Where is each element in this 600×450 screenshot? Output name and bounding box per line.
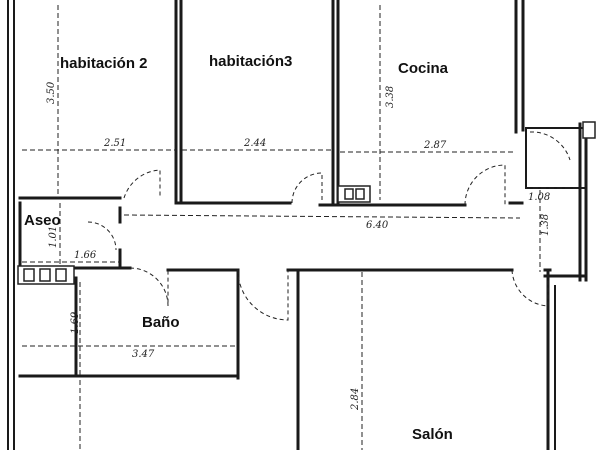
label-cocina: Cocina [398,60,449,77]
dim-entrada-width: 1.08 [528,192,550,203]
dim-bano-height: 1.69 [70,311,81,334]
dim-cocina-width: 2.87 [423,140,447,151]
door-hab3 [291,172,323,204]
dim-pasillo: 6.40 [366,220,389,231]
cocina-appliance [337,185,371,203]
dim-hab3-width: 2.44 [243,138,266,149]
door-hab2 [123,169,161,199]
door-bano [129,267,169,307]
fixtures [17,121,596,285]
dim-entrada-height: 1.38 [540,214,551,236]
room-labels: habitación 2 habitación3 Cocina Aseo Bañ… [24,53,453,443]
cocina-appliance-detail-1 [344,188,354,200]
walls [7,0,588,450]
dim-cocina-height: 3.38 [385,86,396,108]
cocina-appliance-detail-2 [355,188,365,200]
dim-line-pasillo [123,214,521,219]
door-aseo [87,221,117,251]
entrance-fixture [582,121,596,139]
label-bano: Baño [142,314,180,331]
dim-salon-height: 2.84 [350,388,361,411]
dim-aseo-height: 1.01 [48,226,59,248]
doors [87,131,571,321]
door-entrance [529,131,571,161]
dim-bano-width: 3.47 [132,349,155,360]
dim-hab2-height: 3.50 [46,81,57,104]
label-aseo: Aseo [24,212,61,229]
door-salon-left [237,269,289,321]
label-habitacion-2: habitación 2 [60,55,148,72]
dimension-lines [22,5,584,450]
dim-aseo-width: 1.66 [74,250,97,261]
entrance-frame [525,127,587,189]
label-salon: Salón [412,426,453,443]
aseo-fixture-detail-2 [39,268,51,282]
door-salon-right [511,269,549,307]
label-habitacion-3: habitación3 [209,53,292,70]
aseo-fixture-detail-1 [23,268,35,282]
aseo-fixture-detail-3 [55,268,67,282]
dim-hab2-width: 2.51 [103,138,126,149]
door-cocina [464,164,506,206]
dimension-labels: 3.50 2.51 2.44 3.38 2.87 6.40 1.08 1.38 … [46,81,551,411]
